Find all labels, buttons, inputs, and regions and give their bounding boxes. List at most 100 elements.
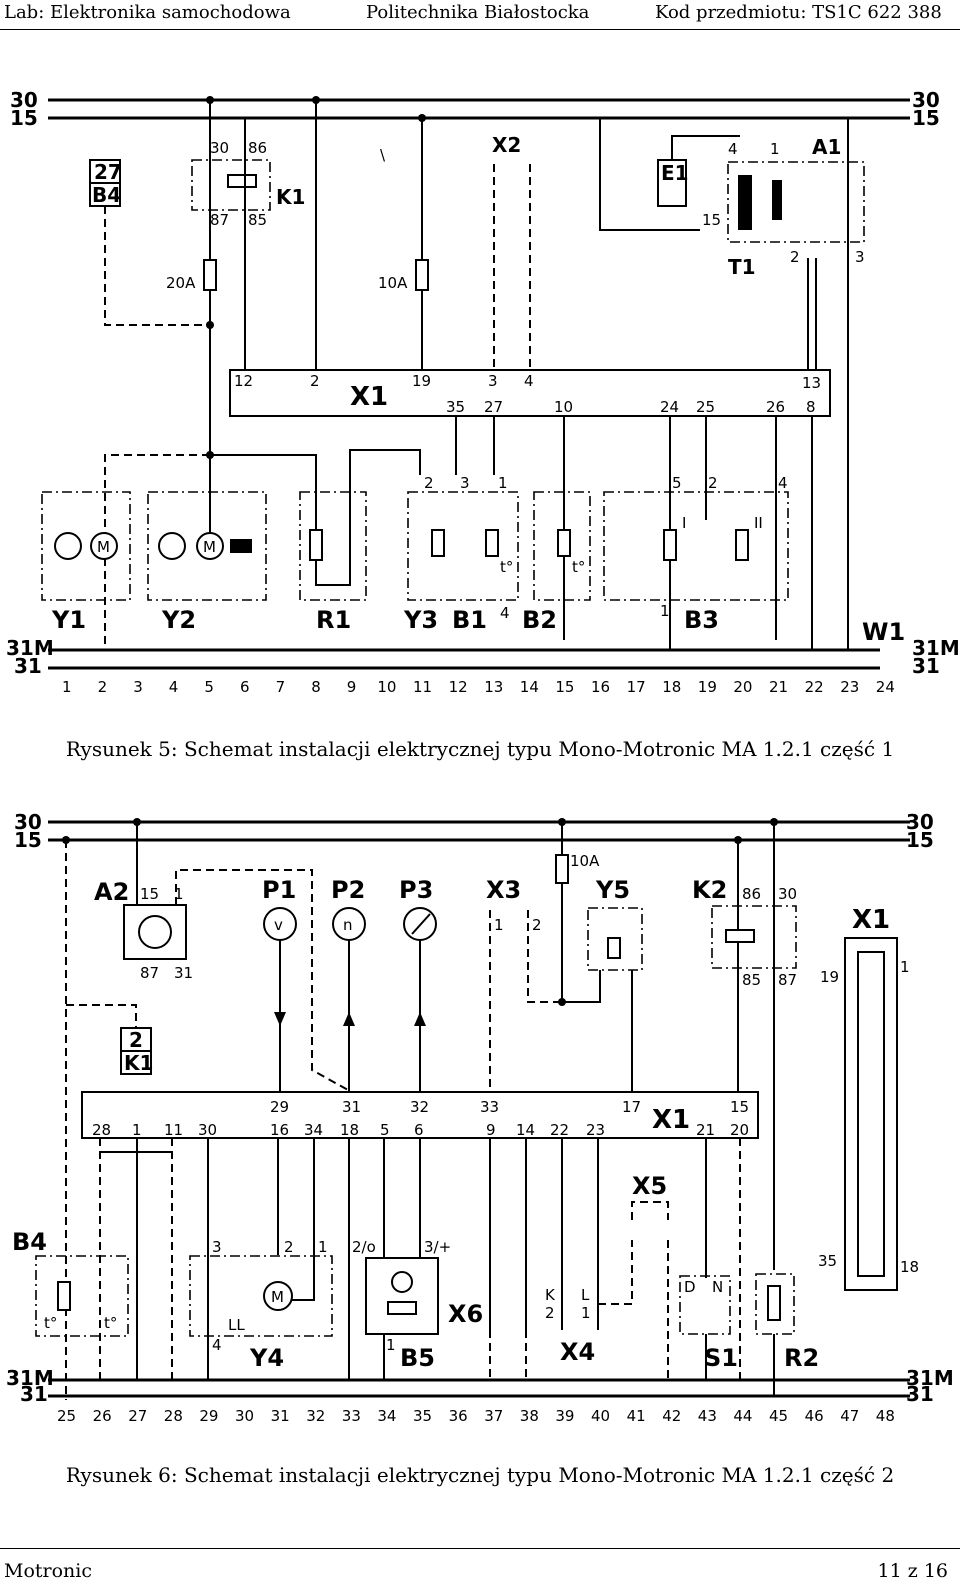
x1-pin-31: 31 bbox=[342, 1098, 361, 1116]
resistor-r2-frame bbox=[755, 1273, 795, 1335]
sensor-b2-label: B2 bbox=[522, 606, 557, 634]
motor-symbol: M bbox=[271, 1288, 284, 1306]
x1-pin-9: 9 bbox=[486, 1121, 496, 1139]
reference-top: 2 bbox=[129, 1028, 143, 1052]
arrow-up-icon bbox=[414, 1012, 426, 1026]
figure6-caption: Rysunek 6: Schemat instalacji elektryczn… bbox=[65, 1463, 895, 1487]
y3-b1-frame bbox=[407, 491, 519, 601]
x1-pin-10: 10 bbox=[554, 398, 573, 416]
wire-pin-34 bbox=[278, 1138, 315, 1301]
y4-pin-2: 2 bbox=[284, 1238, 294, 1256]
wire-e1 bbox=[671, 135, 740, 160]
x1-pin-33: 33 bbox=[480, 1098, 499, 1116]
junction bbox=[558, 818, 566, 826]
column-number: 36 bbox=[449, 1407, 468, 1425]
y4-pin-3: 3 bbox=[212, 1238, 222, 1256]
control-unit-x1 bbox=[229, 369, 831, 417]
a2-pin-1: 1 bbox=[174, 885, 184, 903]
header-rule bbox=[0, 29, 960, 30]
x5-bridge bbox=[631, 1201, 669, 1220]
column-number: 20 bbox=[733, 678, 752, 696]
y3-pin-3: 3 bbox=[460, 474, 470, 492]
b4-temp-2: t° bbox=[104, 1314, 117, 1332]
x1-pin-20: 20 bbox=[730, 1121, 749, 1139]
footer-title: Motronic bbox=[4, 1560, 93, 1582]
junction bbox=[206, 321, 214, 329]
connector-pin-18: 18 bbox=[900, 1258, 919, 1276]
x4-l: L bbox=[581, 1286, 590, 1304]
column-number: 28 bbox=[164, 1407, 183, 1425]
bus-label-30: 30 bbox=[14, 810, 42, 834]
column-number: 45 bbox=[769, 1407, 788, 1425]
heater-r1-frame bbox=[299, 491, 367, 601]
column-number: 34 bbox=[377, 1407, 396, 1425]
x1-pin-35: 35 bbox=[446, 398, 465, 416]
fuse-10a-label: 10A bbox=[378, 274, 408, 292]
x1-pin-21: 21 bbox=[696, 1121, 715, 1139]
fuse-10a bbox=[415, 259, 429, 291]
heater-r1-label: R1 bbox=[316, 606, 351, 634]
y4-idle-label: LL bbox=[228, 1316, 245, 1334]
t1-pin-15: 15 bbox=[702, 211, 721, 229]
x1-pin-1: 1 bbox=[132, 1121, 142, 1139]
junction bbox=[770, 818, 778, 826]
bus-label-30: 30 bbox=[10, 88, 38, 112]
column-number: 25 bbox=[57, 1407, 76, 1425]
x1-pin-34: 34 bbox=[304, 1121, 323, 1139]
junction bbox=[133, 818, 141, 826]
sensor-b2-frame bbox=[533, 491, 591, 601]
p1-symbol: v bbox=[274, 916, 283, 934]
x1-pin-32: 32 bbox=[410, 1098, 429, 1116]
connector-x6-label: X6 bbox=[448, 1300, 483, 1328]
motor-icon bbox=[196, 532, 224, 560]
e1-box bbox=[657, 159, 687, 207]
bus-label-15: 15 bbox=[10, 106, 38, 130]
x4-pin-2: 2 bbox=[545, 1304, 555, 1322]
connector-x1-inner bbox=[857, 951, 885, 1277]
bus-label-31m: 31M bbox=[6, 636, 54, 660]
x1-pin-3: 3 bbox=[488, 372, 498, 390]
y3-pin-2: 2 bbox=[424, 474, 434, 492]
wire-r1-loop bbox=[210, 449, 421, 586]
x1-pin-25: 25 bbox=[696, 398, 715, 416]
bus-label-15-right: 15 bbox=[906, 828, 934, 852]
page-header: Lab: Elektronika samochodowa Politechnik… bbox=[0, 0, 960, 28]
actuator-y4-frame bbox=[189, 1255, 333, 1337]
s1-n: N bbox=[712, 1278, 723, 1296]
b3-pin-5: 5 bbox=[672, 474, 682, 492]
t1-pin-3: 3 bbox=[855, 248, 865, 266]
column-number: 24 bbox=[876, 678, 895, 696]
sensor-b5-dial bbox=[391, 1271, 413, 1293]
k1-pin-30: 30 bbox=[210, 139, 229, 157]
connector-pin-1: 1 bbox=[900, 958, 910, 976]
a1-t1-frame bbox=[727, 161, 865, 243]
column-number: 35 bbox=[413, 1407, 432, 1425]
x1-pin-15: 15 bbox=[730, 1098, 749, 1116]
column-number: 5 bbox=[204, 678, 214, 696]
connector-x2-label: X2 bbox=[492, 133, 521, 157]
a2-dashed-link bbox=[175, 869, 349, 1091]
control-unit-x1-label: X1 bbox=[652, 1105, 690, 1135]
sensor-b4-label: B4 bbox=[12, 1228, 47, 1256]
b3-pin-1: 1 bbox=[660, 602, 670, 620]
junction bbox=[734, 836, 742, 844]
bus-label-30-right: 30 bbox=[912, 88, 940, 112]
b2-temp: t° bbox=[572, 558, 585, 576]
fuse-10a-label: 10A bbox=[570, 852, 600, 870]
column-number: 26 bbox=[93, 1407, 112, 1425]
column-number: 9 bbox=[347, 678, 357, 696]
column-number: 21 bbox=[769, 678, 788, 696]
wire-y5-coil bbox=[562, 970, 601, 1003]
x1-pin-12: 12 bbox=[234, 372, 253, 390]
motor-symbol: M bbox=[203, 538, 216, 556]
x3-pin-2: 2 bbox=[532, 916, 542, 934]
column-number: 42 bbox=[662, 1407, 681, 1425]
column-number: 18 bbox=[662, 678, 681, 696]
k1-pin-86: 86 bbox=[248, 139, 267, 157]
column-number: 33 bbox=[342, 1407, 361, 1425]
fuse-20a bbox=[203, 259, 217, 291]
a2-pin-15: 15 bbox=[140, 885, 159, 903]
reference-bottom: K1 bbox=[124, 1051, 153, 1075]
x1-pin-23: 23 bbox=[586, 1121, 605, 1139]
